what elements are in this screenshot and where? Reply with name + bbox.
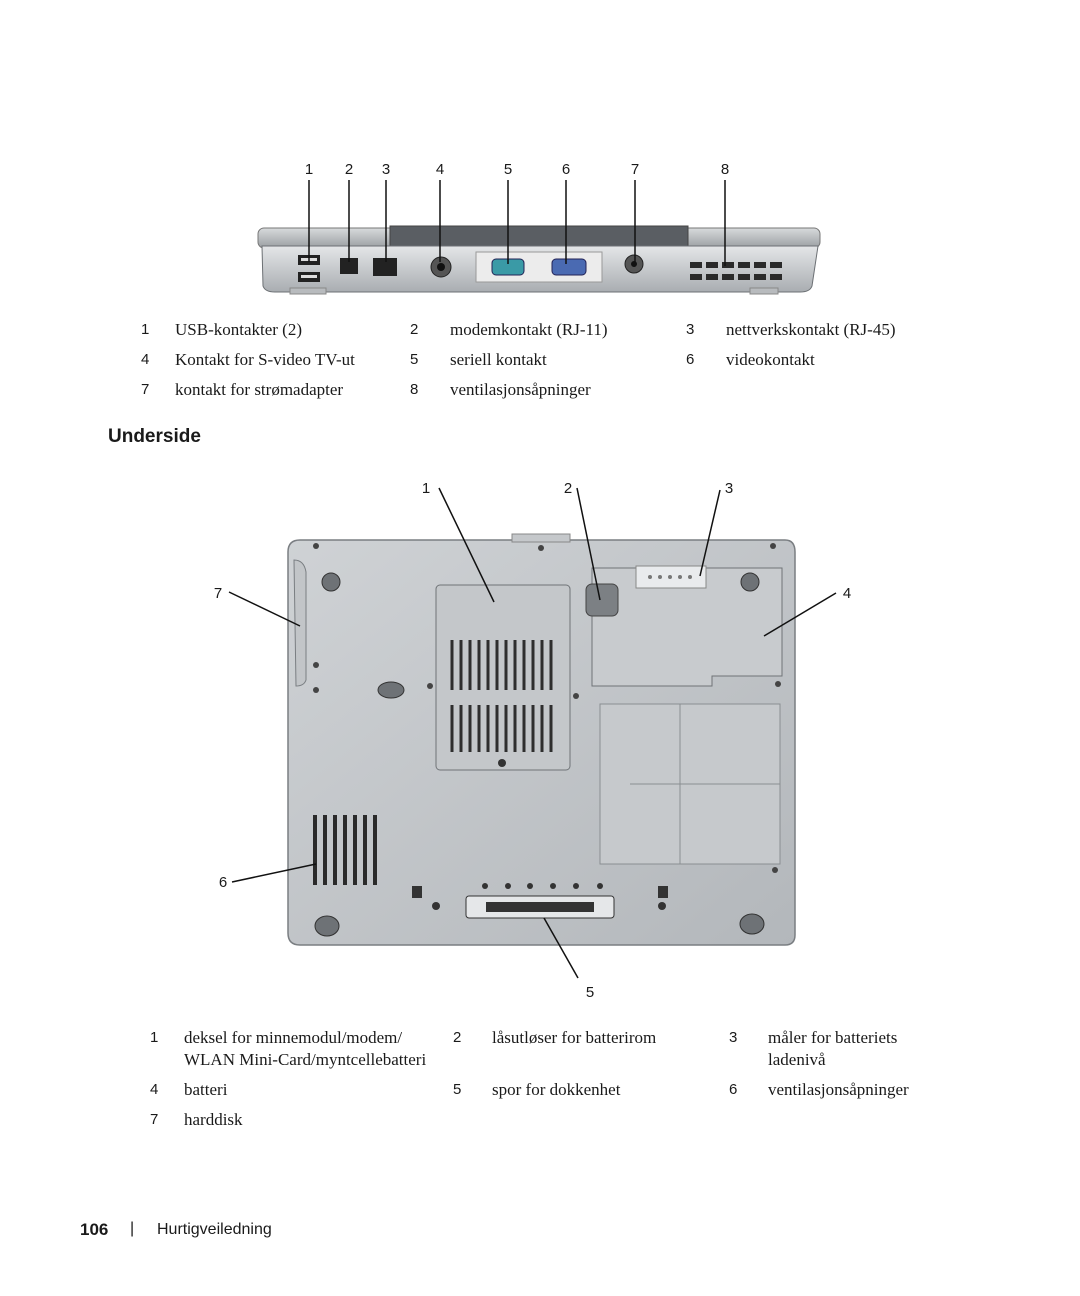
back-callout-8: 8 (720, 161, 730, 178)
legend-num: 8 (410, 381, 419, 398)
legend-num: 7 (150, 1111, 159, 1128)
back-callout-1: 1 (304, 161, 314, 178)
legend-text: måler for batteriets (768, 1028, 898, 1047)
legend-num: 2 (410, 321, 419, 338)
legend-text: batteri (184, 1080, 228, 1099)
legend-num: 6 (686, 351, 695, 368)
legend-num: 5 (453, 1081, 462, 1098)
section-heading: Underside (108, 426, 201, 447)
legend-text: spor for dokkenhet (492, 1080, 621, 1099)
legend-num: 4 (150, 1081, 159, 1098)
legend-text: kontakt for strømadapter (175, 380, 344, 399)
bottom-callout-5: 5 (585, 984, 595, 1001)
bottom-callout-3: 3 (724, 480, 734, 497)
legend-num: 3 (729, 1029, 738, 1046)
back-callout-4: 4 (435, 161, 445, 178)
bottom-callout-1: 1 (421, 480, 431, 497)
legend-text: videokontakt (726, 350, 815, 369)
legend-num: 2 (453, 1029, 462, 1046)
bottom-callout-6: 6 (218, 874, 228, 891)
legend-num: 6 (729, 1081, 738, 1098)
legend-text: nettverkskontakt (RJ-45) (726, 320, 896, 339)
legend-num: 3 (686, 321, 695, 338)
legend-text: låsutløser for batterirom (492, 1028, 657, 1047)
legend-text: harddisk (184, 1110, 243, 1129)
page-number: 106 (80, 1220, 109, 1239)
legend-num: 5 (410, 351, 419, 368)
legend-text: ventilasjonsåpninger (450, 380, 591, 399)
legend-num: 1 (141, 321, 150, 338)
legend-num: 7 (141, 381, 150, 398)
bottom-callout-2: 2 (563, 480, 573, 497)
back-callout-2: 2 (344, 161, 354, 178)
legend-text: WLAN Mini-Card/myntcellebatteri (184, 1050, 427, 1069)
legend-text: USB-kontakter (2) (175, 320, 303, 339)
legend-text: modemkontakt (RJ-11) (450, 320, 608, 339)
footer-section-title: Hurtigveiledning (157, 1221, 272, 1238)
bottom-callout-7: 7 (213, 585, 223, 602)
legend-num: 4 (141, 351, 150, 368)
legend-text: Kontakt for S-video TV-ut (175, 350, 355, 369)
legend-text: deksel for minnemodul/modem/ (184, 1028, 403, 1047)
back-callout-3: 3 (381, 161, 391, 178)
bottom-callout-4: 4 (842, 585, 852, 602)
legend-text: ladenivå (768, 1050, 826, 1069)
legend-text: seriell kontakt (450, 350, 547, 369)
legend-num: 1 (150, 1029, 159, 1046)
footer-separator: | (130, 1220, 135, 1237)
back-callout-5: 5 (503, 161, 513, 178)
back-callout-6: 6 (561, 161, 571, 178)
legend-text: ventilasjonsåpninger (768, 1080, 909, 1099)
back-callout-7: 7 (630, 161, 640, 178)
